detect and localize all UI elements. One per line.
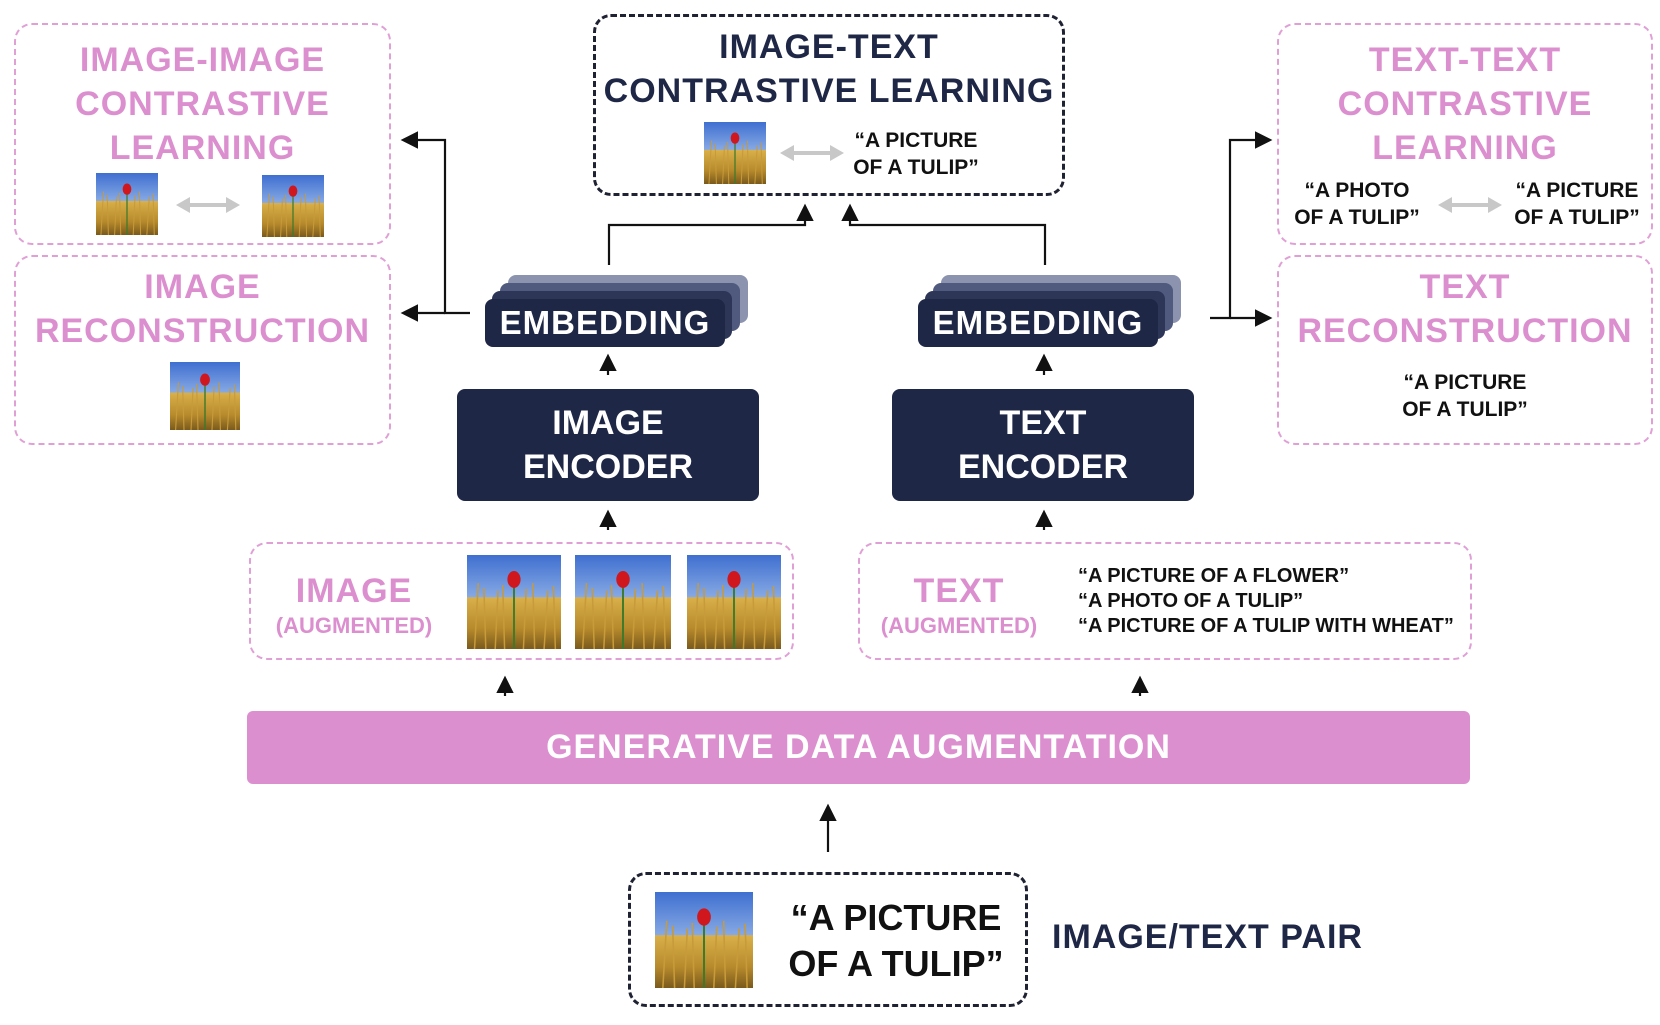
text-reconstruction-title-line2: RECONSTRUCTION	[1297, 312, 1633, 350]
arrow-to-text-text	[1210, 131, 1273, 320]
image-augmented-subtitle: (AUGMENTED)	[275, 613, 433, 638]
image-reconstruction-title-line2: RECONSTRUCTION	[34, 312, 371, 350]
text-embedding: EMBEDDING	[918, 299, 1158, 347]
arrow-right-embedding-up	[841, 203, 1047, 265]
generative-data-augmentation-bar: GENERATIVE DATA AUGMENTATION	[247, 711, 1470, 784]
image-text-title-line2: CONTRASTIVE LEARNING	[603, 72, 1055, 110]
tulip-image	[687, 555, 781, 649]
image-image-contrastive-box: IMAGE-IMAGE CONTRASTIVE LEARNING	[14, 23, 391, 245]
text-text-quote-b-line1: “A PICTURE	[1515, 179, 1639, 202]
arrow-left-embedding-up	[607, 203, 814, 265]
image-augmented-box: IMAGE (AUGMENTED)	[249, 542, 794, 660]
text-text-title-line1: TEXT-TEXT	[1368, 41, 1562, 79]
pair-quote-line1: “A PICTURE	[790, 897, 1002, 938]
text-augmented-title: TEXT	[913, 572, 1005, 610]
image-image-title-line1: IMAGE-IMAGE	[79, 41, 326, 79]
text-encoder-line2: ENCODER	[957, 448, 1129, 486]
image-reconstruction-box: IMAGE RECONSTRUCTION	[14, 255, 391, 445]
text-reconstruction-quote-line2: OF A TULIP”	[1402, 398, 1528, 421]
augmented-caption: “A PICTURE OF A TULIP WITH WHEAT”	[1078, 615, 1454, 637]
image-image-title-line3: LEARNING	[109, 129, 296, 167]
image-reconstruction-title-line1: IMAGE	[144, 268, 261, 306]
tulip-image	[655, 892, 753, 988]
image-text-quote-line1: “A PICTURE	[854, 129, 978, 152]
tulip-image	[170, 362, 240, 430]
image-text-title-line1: IMAGE-TEXT	[719, 28, 939, 66]
text-text-quote-a-line2: OF A TULIP”	[1294, 206, 1420, 229]
text-text-quote-a-line1: “A PHOTO	[1304, 179, 1410, 202]
image-text-quote-line2: OF A TULIP”	[853, 156, 979, 179]
text-reconstruction-box: TEXT RECONSTRUCTION “A PICTURE OF A TULI…	[1277, 255, 1653, 445]
tulip-image	[704, 122, 766, 184]
tulip-image	[575, 555, 671, 649]
tulip-image	[467, 555, 561, 649]
text-text-contrastive-box: TEXT-TEXT CONTRASTIVE LEARNING “A PHOTO …	[1277, 23, 1653, 245]
image-text-contrastive-box: IMAGE-TEXT CONTRASTIVE LEARNING “A PICTU…	[593, 14, 1065, 196]
text-text-quote-b-line2: OF A TULIP”	[1514, 206, 1640, 229]
text-reconstruction-title-line1: TEXT	[1419, 268, 1511, 306]
text-augmented-box: TEXT (AUGMENTED) “A PICTURE OF A FLOWER”…	[858, 542, 1472, 660]
text-reconstruction-quote-line1: “A PICTURE	[1403, 371, 1527, 394]
image-text-pair-box: “A PICTURE OF A TULIP”	[628, 872, 1028, 1007]
text-augmented-subtitle: (AUGMENTED)	[880, 613, 1038, 638]
image-image-title-line2: CONTRASTIVE	[75, 85, 330, 123]
tulip-image	[96, 173, 158, 235]
tulip-image	[262, 175, 324, 237]
image-encoder-line1: IMAGE	[552, 404, 664, 442]
image-encoder: IMAGE ENCODER	[457, 389, 759, 501]
augmented-caption: “A PICTURE OF A FLOWER”	[1078, 565, 1350, 587]
image-augmented-title: IMAGE	[295, 572, 413, 610]
text-text-title-line2: CONTRASTIVE	[1337, 85, 1593, 123]
text-encoder: TEXT ENCODER	[892, 389, 1194, 501]
pair-quote-line2: OF A TULIP”	[788, 943, 1004, 984]
text-encoder-line1: TEXT	[999, 404, 1087, 442]
image-embedding: EMBEDDING	[485, 299, 725, 347]
image-encoder-line2: ENCODER	[522, 448, 694, 486]
augmented-caption: “A PHOTO OF A TULIP”	[1078, 590, 1304, 612]
arrow-to-image-image	[400, 131, 470, 315]
image-text-pair-label: IMAGE/TEXT PAIR	[1052, 918, 1363, 956]
text-text-title-line3: LEARNING	[1372, 129, 1558, 167]
